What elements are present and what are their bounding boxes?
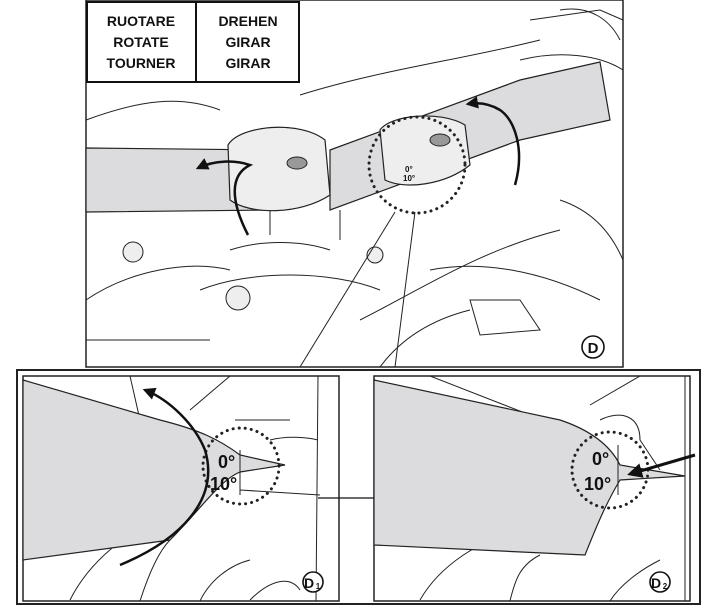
right-clamp-bolt [429,133,451,147]
detail-panel-d2: 0° 10° D 2 [373,375,696,602]
right-clamp [379,115,471,186]
legend-frame [86,1,300,83]
d1-label: D [304,575,314,591]
panel-d-badge [581,335,605,359]
panel-d-label: D [588,340,599,357]
steering-stem-outline [199,210,381,291]
rotate-arrow-right-icon [465,96,521,186]
brake-lever-outline [519,9,624,261]
d2-label: D [651,575,661,591]
left-clamp-bolt [286,156,308,170]
d2-badge [649,571,671,593]
d2-sub: 2 [663,582,668,591]
stem-bolt-left [225,285,251,311]
legend-en: ROTATE [113,34,168,50]
rotate-arrow-left-icon [195,158,254,236]
detail-panel-d1: 0° 10° D 1 [22,375,340,602]
detail-focus-circle [367,115,467,215]
legend-it: RUOTARE [107,13,175,29]
main-scale-10: 10° [403,174,415,183]
rotate-legend-table: RUOTARE ROTATE TOURNER DREHEN GIRAR GIRA… [86,1,300,83]
d1-sub: 1 [316,582,321,591]
main-scale-0: 0° [405,165,413,174]
d2-scale-0: 0° [592,449,609,469]
legend-fr: TOURNER [107,55,176,71]
d1-scale-0: 0° [218,452,235,472]
d1-clamp-outline [235,419,321,496]
d1-scale-10: 10° [210,474,237,494]
callout-lines [299,211,416,368]
stem-bolt-right [366,246,384,264]
main-illustration-panel: 0° 10° D [85,0,624,368]
legend-pt: GIRAR [225,55,270,71]
stem-bolt-far-left [122,241,144,263]
d2-scale-10: 10° [584,474,611,494]
legend-es: GIRAR [225,34,270,50]
d1-scale-circle [201,426,281,506]
d1-badge [302,571,324,593]
d1-rotate-arrow-icon [119,387,210,567]
legend-de: DREHEN [218,13,277,29]
d2-handlebar [373,379,686,556]
left-clamp [227,126,331,212]
d2-alignment-arrow-icon [627,453,696,478]
